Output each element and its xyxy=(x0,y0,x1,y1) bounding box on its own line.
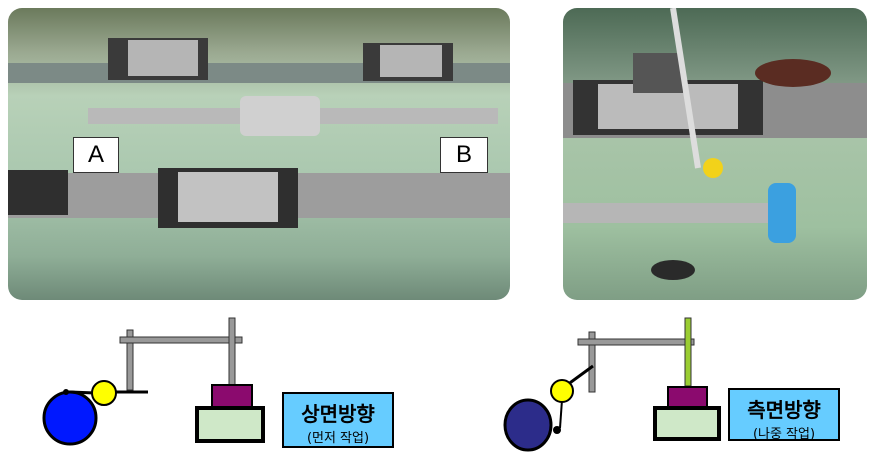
photo-ballscrew-overview: A B xyxy=(8,8,510,300)
dial-indicator-icon xyxy=(91,380,117,406)
base-block xyxy=(653,406,721,441)
dial-indicator-icon xyxy=(550,379,574,403)
ballscrew-shaft-icon xyxy=(42,390,98,446)
label-top-direction: 상면방향 (먼저 작업) xyxy=(282,392,394,448)
label-subtitle: (먼저 작업) xyxy=(306,431,370,446)
diagram-top-direction xyxy=(42,317,265,446)
label-side-direction: 측면방향 (나중 작업) xyxy=(728,388,840,442)
point-a-label: A xyxy=(73,137,119,173)
diagram-side-direction xyxy=(503,317,721,452)
photo-drawing xyxy=(8,38,510,228)
base-block xyxy=(195,406,265,443)
purple-block xyxy=(211,384,253,410)
label-title: 상면방향 xyxy=(301,402,375,426)
photo-dial-indicator-closeup xyxy=(563,8,867,300)
photo-drawing xyxy=(563,8,867,280)
point-b-label: B xyxy=(440,137,488,173)
ballscrew-shaft-icon xyxy=(503,398,553,452)
label-title: 측면방향 xyxy=(747,398,821,422)
label-subtitle: (나중 작업) xyxy=(752,427,816,442)
